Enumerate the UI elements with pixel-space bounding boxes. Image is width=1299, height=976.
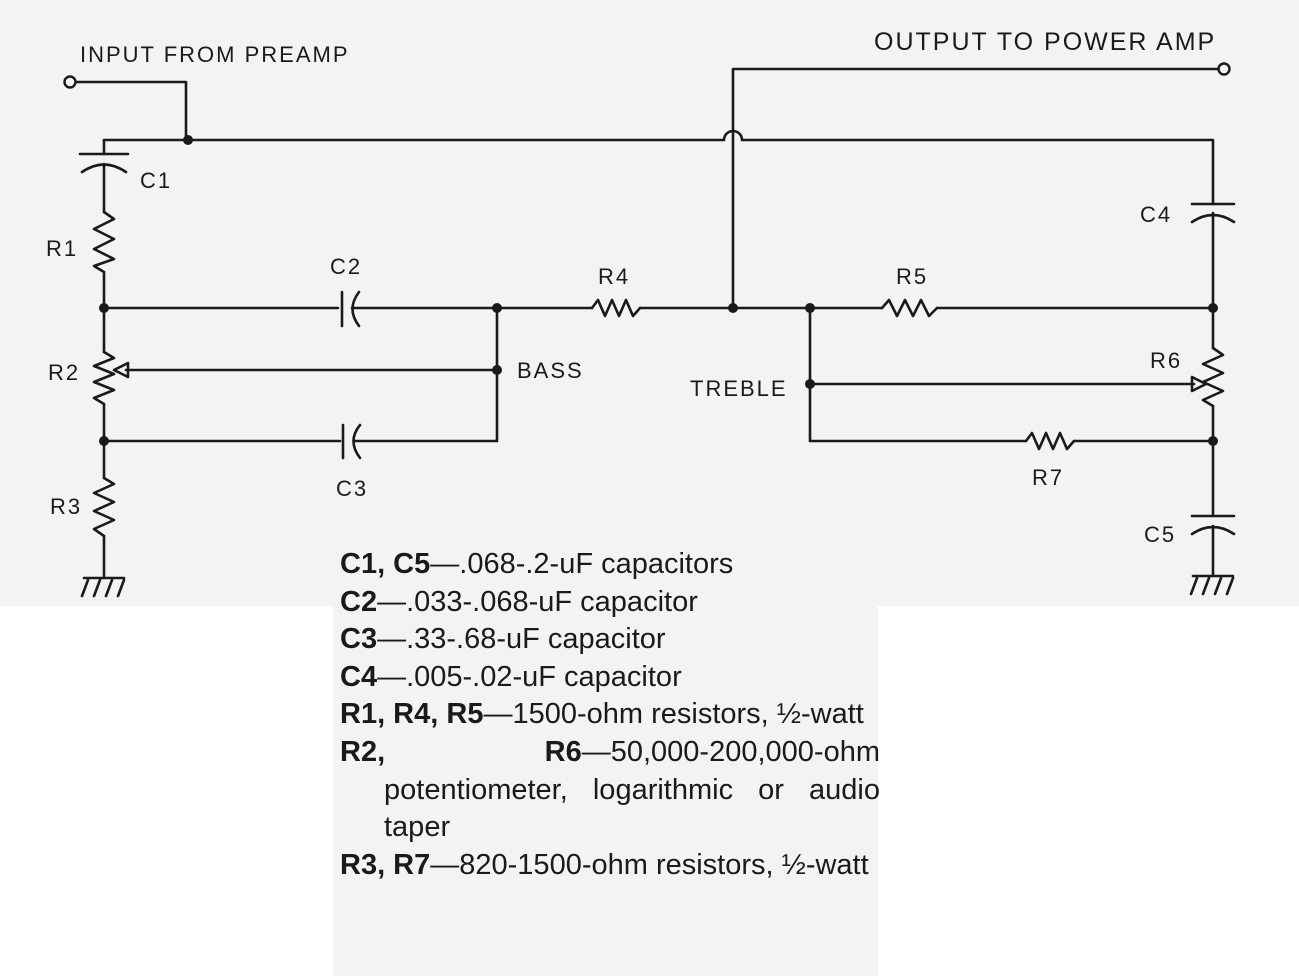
c1-label: C1: [140, 168, 172, 193]
part-desc: —.33-.68-uF capacitor: [377, 623, 666, 656]
treble-left-wire: [808, 306, 1028, 443]
input-label: INPUT FROM PREAMP: [80, 42, 350, 67]
r2-wiper-arrow: [112, 361, 130, 379]
output-terminal: [1217, 62, 1231, 76]
c3-label: C3: [336, 476, 368, 501]
r3-resistor: [92, 476, 116, 538]
paper-scan-top: [0, 0, 1299, 606]
part-ref: C1, C5: [340, 548, 431, 580]
r7-resistor: [1024, 431, 1076, 451]
part-desc: —50,000-200,000-ohm potentiometer, logar…: [384, 735, 880, 844]
parts-entry-r3-r7: R3, R7—820-1500-ohm resistors, ½-watt: [340, 847, 880, 885]
bass-right-wire: [353, 306, 499, 443]
input-junction: [183, 135, 193, 145]
output-label: OUTPUT TO POWER AMP: [874, 28, 1216, 56]
bass-label: BASS: [517, 358, 584, 383]
r3-label: R3: [50, 494, 82, 519]
part-desc: —820-1500-ohm resistors, ½-watt: [430, 848, 869, 881]
c2-label: C2: [330, 254, 362, 279]
r1-label: R1: [46, 236, 78, 261]
r7-label: R7: [1032, 465, 1064, 490]
c5-label: C5: [1144, 522, 1176, 547]
r2-label: R2: [48, 360, 80, 385]
parts-entry-r2-r6: R2, R6—50,000-200,000-ohm potentiometer,…: [340, 734, 880, 847]
part-desc: —1500-ohm resistors, ½-watt: [483, 698, 864, 731]
part-ref: R1, R4, R5: [340, 698, 484, 731]
right-ground-hatch: [1189, 576, 1235, 596]
r5-label: R5: [896, 264, 928, 289]
part-ref: C4: [340, 660, 378, 693]
input-wire: [74, 80, 188, 142]
part-desc: —.033-.068-uF capacitor: [377, 585, 698, 618]
parts-entry-c3: C3—.33-.68-uF capacitor: [340, 621, 880, 659]
top-bus-wire: [102, 129, 1215, 206]
r6-wiper-arrow: [1190, 375, 1208, 393]
part-desc: —.005-.02-uF capacitor: [377, 660, 682, 693]
r5-resistor: [880, 298, 939, 318]
part-desc: —.068-.2-uF capacitors: [430, 548, 734, 580]
left-ground-hatch: [80, 578, 126, 598]
c4-label: C4: [1140, 202, 1172, 227]
parts-entry-r1-r4-r5: R1, R4, R5—1500-ohm resistors, ½-watt: [340, 696, 880, 734]
r4-resistor: [590, 298, 642, 318]
part-ref: R2, R6: [340, 735, 582, 768]
input-terminal: [63, 75, 77, 89]
parts-entry-c2: C2—.033-.068-uF capacitor: [340, 584, 880, 622]
r1-resistor: [92, 210, 116, 274]
parts-entry-c4: C4—.005-.02-uF capacitor: [340, 659, 880, 697]
part-ref: C3: [340, 623, 378, 656]
r6-potentiometer: [1201, 346, 1225, 408]
parts-list: C1, C5—.068-.2-uF capacitors C2—.033-.06…: [340, 546, 880, 884]
treble-label: TREBLE: [690, 376, 788, 401]
parts-entry-c1-c5: C1, C5—.068-.2-uF capacitors: [340, 546, 880, 584]
part-ref: C2: [340, 585, 378, 618]
paper-scan-bottom: [333, 606, 878, 976]
r2-potentiometer: [92, 350, 116, 406]
r4-label: R4: [598, 264, 630, 289]
part-ref: R3, R7: [340, 848, 431, 881]
r6-label: R6: [1150, 348, 1182, 373]
output-wire: [731, 67, 1220, 310]
c3-plate-curved: [352, 423, 362, 460]
